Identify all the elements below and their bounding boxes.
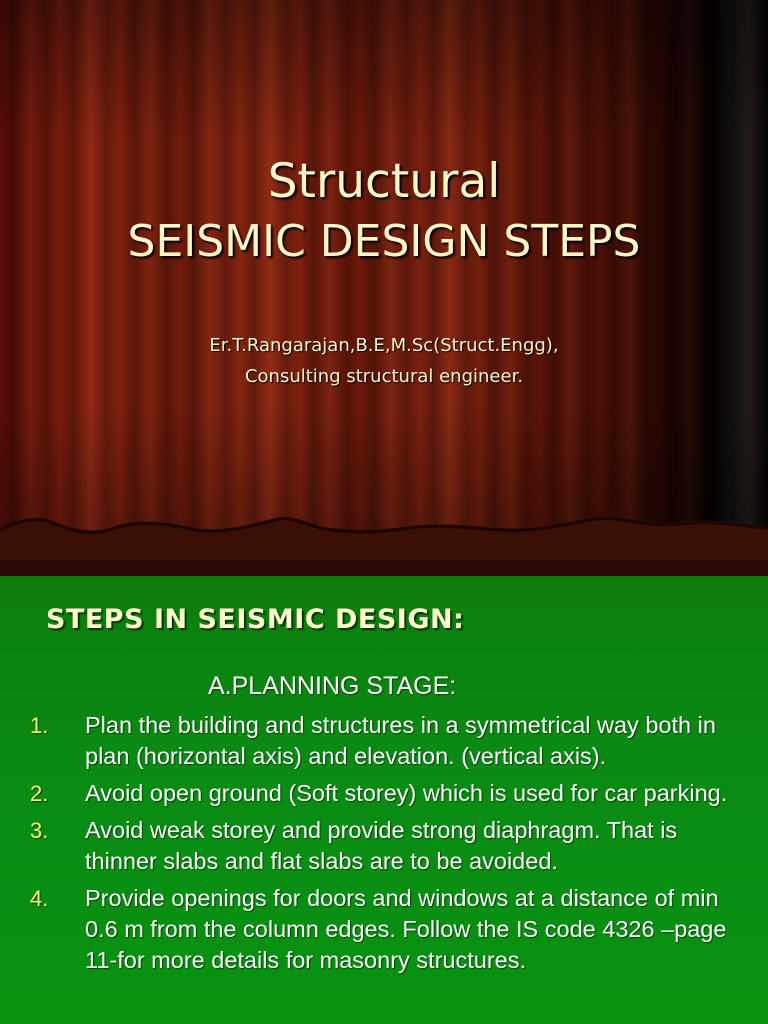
steps-list: 1. Plan the building and structures in a… — [30, 710, 745, 982]
author-name: Er.T.Rangarajan,B.E,M.Sc(Struct.Engg), — [209, 335, 559, 356]
title-line-1: Structural — [267, 154, 501, 209]
stage-subheading: A.PLANNING STAGE: — [208, 672, 457, 700]
step-text: Avoid weak storey and provide strong dia… — [85, 817, 678, 874]
step-text: Provide openings for doors and windows a… — [85, 885, 727, 973]
step-number: 2. — [30, 781, 49, 806]
title-slide: Structural SEISMIC DESIGN STEPS Er.T.Ran… — [0, 0, 768, 576]
step-number: 4. — [30, 886, 49, 911]
curtain-valance — [0, 516, 768, 576]
slide-heading: STEPS IN SEISMIC DESIGN: — [46, 604, 465, 635]
step-text: Plan the building and structures in a sy… — [85, 712, 716, 769]
curtain-shading — [0, 0, 768, 576]
step-number: 3. — [30, 818, 49, 843]
step-number: 1. — [30, 713, 49, 738]
list-item: 4. Provide openings for doors and window… — [30, 883, 745, 976]
author-role: Consulting structural engineer. — [244, 366, 524, 387]
slide-title: Structural SEISMIC DESIGN STEPS — [0, 152, 768, 272]
title-line-2: SEISMIC DESIGN STEPS — [127, 216, 641, 267]
list-item: 3. Avoid weak storey and provide strong … — [30, 815, 745, 877]
list-item: 1. Plan the building and structures in a… — [30, 710, 745, 772]
list-item: 2. Avoid open ground (Soft storey) which… — [30, 778, 745, 809]
author-block: Er.T.Rangarajan,B.E,M.Sc(Struct.Engg), C… — [0, 330, 768, 392]
step-text: Avoid open ground (Soft storey) which is… — [85, 780, 728, 806]
steps-slide: STEPS IN SEISMIC DESIGN: A.PLANNING STAG… — [0, 576, 768, 1024]
